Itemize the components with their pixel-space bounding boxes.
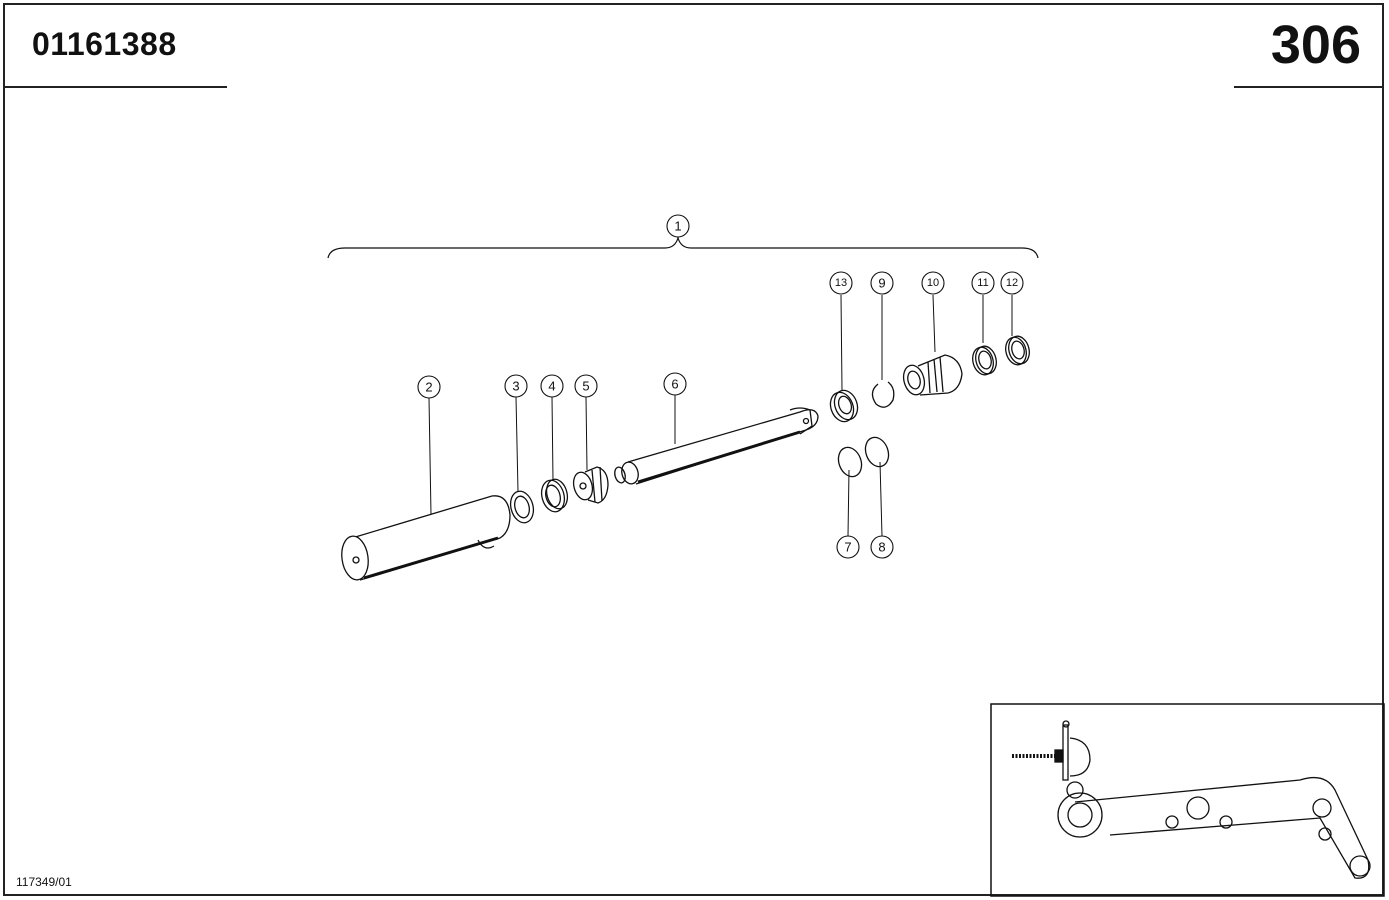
locator-inset [990,703,1385,897]
wiper-ring-11 [972,345,997,376]
callout-1: 1 [666,214,690,238]
o-ring-7 [837,446,863,478]
cylinder-tube [341,495,511,581]
wiper-ring-12 [1005,335,1030,366]
callout-10: 10 [921,271,945,295]
callout-2: 2 [417,375,441,399]
drawing-reference: 117349/01 [16,875,72,889]
callout-6: 6 [663,372,687,396]
callout-label: 4 [548,379,555,394]
callout-11: 11 [971,271,995,295]
page-number: 306 [1270,15,1361,75]
callout-label: 6 [671,377,678,392]
rod-gland [902,354,963,396]
seal-ring-4 [540,478,569,513]
callout-5: 5 [574,374,598,398]
piston-rod [614,407,819,485]
callout-label: 3 [512,379,519,394]
snap-ring-9 [871,381,895,408]
callout-13: 13 [829,271,853,295]
callout-label: 7 [844,540,851,555]
assembly-brace [327,235,1039,259]
callout-label: 12 [1006,277,1018,289]
guide-ring-13 [829,389,859,423]
part-number: 01161388 [32,26,177,62]
callout-label: 11 [977,277,988,289]
callout-label: 13 [835,277,847,289]
page-frame [3,3,1384,896]
callout-8: 8 [870,535,894,559]
seal-ring-3 [509,490,535,524]
callout-label: 10 [927,277,939,289]
callout-circles: 1 2 3 4 5 6 7 8 9 10 11 12 13 [417,214,1024,559]
header-rule-right [1234,86,1384,88]
o-ring-8 [864,436,890,468]
header-rule-left [3,86,227,88]
callout-label: 5 [582,379,589,394]
callout-7: 7 [836,535,860,559]
leader-lines [428,294,1013,537]
callout-12: 12 [1000,271,1024,295]
callout-4: 4 [540,374,564,398]
callout-label: 8 [878,540,885,555]
callout-label: 1 [674,219,681,234]
piston [572,466,609,504]
callout-label: 9 [878,276,885,291]
callout-9: 9 [870,271,894,295]
callout-label: 2 [425,380,432,395]
callout-3: 3 [504,374,528,398]
